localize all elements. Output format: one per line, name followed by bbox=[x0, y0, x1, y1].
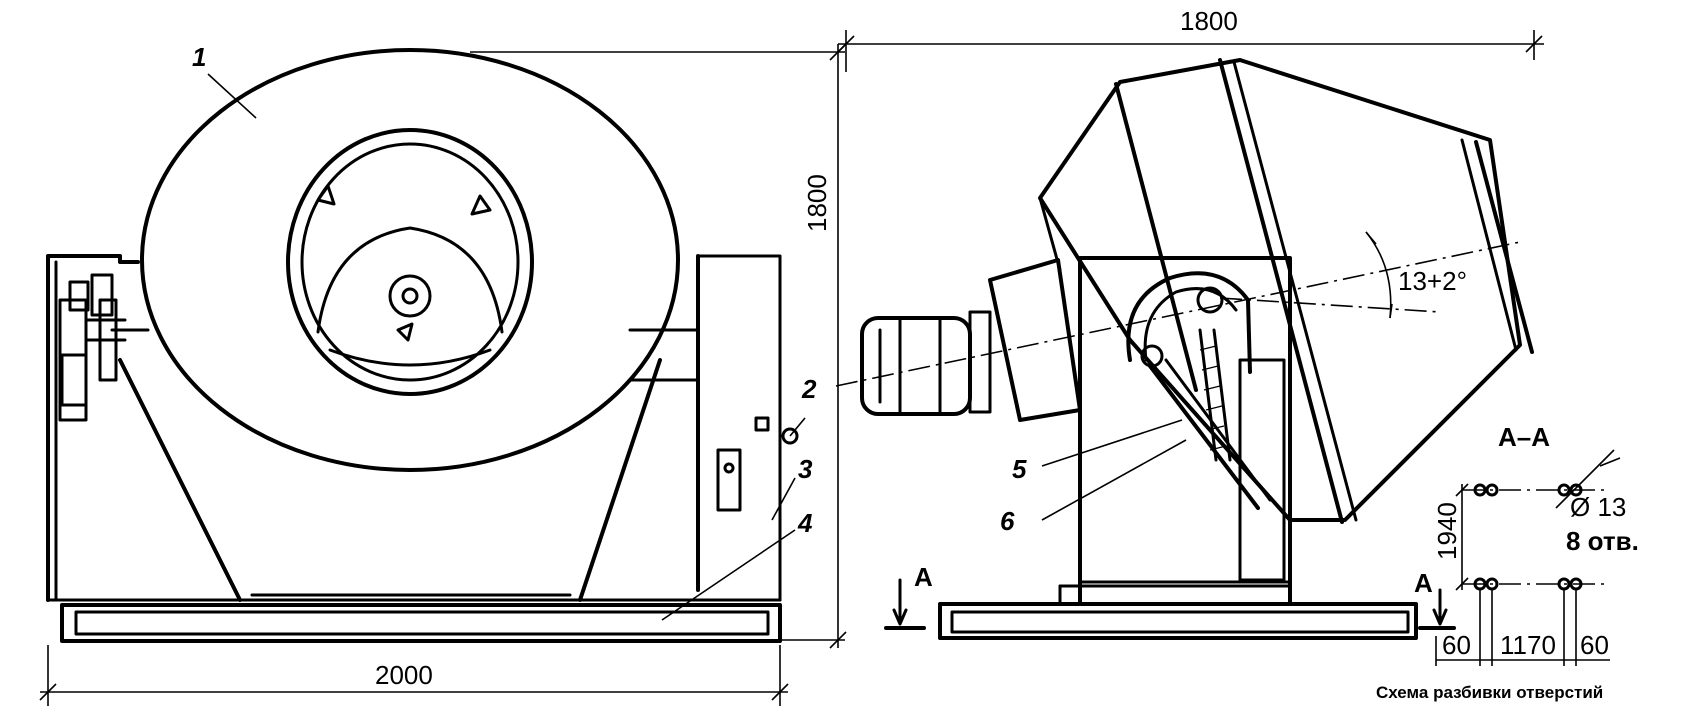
dim-60-right: 60 bbox=[1580, 630, 1609, 660]
hole-scheme: А–А 1940 60 1170 60 Ø 13 8 отв. Схема ра… bbox=[1376, 422, 1639, 702]
callout-4: 4 bbox=[797, 508, 813, 538]
section-marker-right: A bbox=[1414, 568, 1433, 598]
side-drum bbox=[1038, 58, 1534, 524]
side-motor bbox=[860, 258, 1082, 422]
hole-scheme-caption: Схема разбивки отверстий bbox=[1376, 683, 1603, 702]
callout-5: 5 bbox=[1012, 454, 1027, 484]
mixing-drum bbox=[140, 48, 680, 472]
front-view: 1 2 3 4 2000 1800 bbox=[39, 42, 847, 706]
callout-2: 2 bbox=[801, 374, 817, 404]
base-frame bbox=[46, 598, 782, 643]
tilt-angle-label: 13+2° bbox=[1398, 266, 1467, 296]
dim-1800-horizontal-lines bbox=[837, 30, 1544, 72]
hole-dim-lines bbox=[1435, 483, 1610, 666]
side-leaders bbox=[1041, 419, 1187, 521]
dim-1940: 1940 bbox=[1432, 502, 1462, 560]
hole-count: 8 отв. bbox=[1566, 526, 1639, 556]
dim-width-front: 2000 bbox=[375, 660, 433, 690]
section-title: А–А bbox=[1498, 422, 1550, 452]
hole-diameter: Ø 13 bbox=[1570, 492, 1626, 522]
section-markers bbox=[884, 578, 1456, 630]
hole-pattern bbox=[1462, 449, 1621, 591]
dim-height-front: 1800 bbox=[802, 174, 832, 232]
dim-60-left: 60 bbox=[1442, 630, 1471, 660]
section-marker-left: A bbox=[914, 562, 933, 592]
left-drive-housing bbox=[46, 254, 150, 602]
callout-1: 1 bbox=[192, 42, 206, 72]
dim-1800-vertical-lines bbox=[470, 43, 847, 649]
tilt-mechanism bbox=[1126, 271, 1272, 510]
dim-width-side: 1800 bbox=[1180, 6, 1238, 36]
side-view: 5 6 1800 13+2° A A bbox=[835, 6, 1544, 640]
callout-3: 3 bbox=[798, 454, 813, 484]
axis-lines bbox=[835, 231, 1521, 387]
front-leaders bbox=[207, 73, 806, 621]
dim-1170: 1170 bbox=[1500, 630, 1556, 660]
side-pedestal bbox=[1078, 256, 1292, 606]
dim-2000-lines bbox=[39, 645, 789, 706]
side-base-plate bbox=[938, 584, 1418, 640]
callout-6: 6 bbox=[1000, 506, 1015, 536]
support-stand bbox=[118, 254, 799, 602]
